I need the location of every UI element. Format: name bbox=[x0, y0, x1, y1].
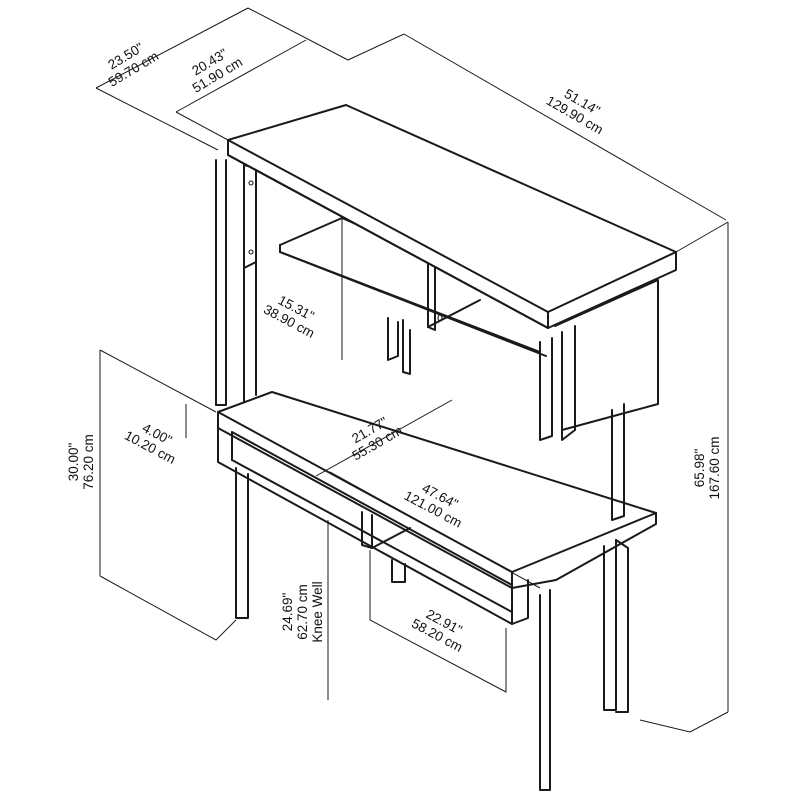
right-rear-leg bbox=[603, 539, 617, 711]
hutch-clearance-label: 15.31" 38.90 cm bbox=[261, 292, 317, 341]
hutch-depth-ext bbox=[175, 111, 229, 141]
hutch-depth-label: 20.43" 51.90 cm bbox=[189, 46, 245, 96]
hutch-center-post-2 bbox=[402, 319, 411, 375]
desk-height-label: 30.00" 76.20 cm bbox=[66, 434, 96, 490]
desk-height-imperial: 30.00" bbox=[66, 443, 81, 482]
desk-drawing bbox=[215, 104, 677, 791]
hutch-divider bbox=[427, 261, 436, 331]
desk-width-line bbox=[329, 471, 541, 589]
overall-depth-line bbox=[95, 7, 249, 151]
overall-height-ext-top bbox=[675, 221, 729, 253]
hutch-left-leg bbox=[243, 261, 257, 406]
right-upper-leg bbox=[611, 403, 625, 521]
overall-depth-ext bbox=[247, 7, 349, 61]
desk-depth-line bbox=[315, 399, 453, 477]
desk-height-ext bbox=[99, 575, 237, 641]
hutch-right-post bbox=[539, 337, 553, 441]
dimension-lines bbox=[95, 7, 729, 733]
drawer-top-line bbox=[231, 431, 513, 586]
right-leg-side bbox=[615, 539, 629, 713]
desk-divider bbox=[361, 511, 373, 549]
front-right-leg bbox=[539, 589, 551, 791]
knee-well-height-metric: 62.70 cm bbox=[295, 584, 310, 640]
knee-well-note: Knee Well bbox=[310, 581, 325, 642]
overall-height-imperial: 65.98" bbox=[692, 449, 707, 488]
desk-apron bbox=[217, 427, 513, 625]
knee-well-width-label: 22.91" 58.20 cm bbox=[409, 606, 465, 655]
hutch-top-edge bbox=[227, 139, 677, 329]
hutch-right-panel bbox=[554, 279, 659, 431]
hutch-center-post bbox=[387, 317, 399, 361]
overall-width-ext bbox=[347, 33, 405, 61]
hutch-side-panel bbox=[243, 164, 257, 269]
desk-surface bbox=[217, 391, 657, 589]
desk-height-metric: 76.20 cm bbox=[81, 434, 96, 490]
hutch-top-underside bbox=[227, 154, 549, 329]
hutch-top bbox=[227, 104, 677, 329]
desk-height-line bbox=[99, 349, 217, 576]
desk-divider-line bbox=[371, 527, 411, 549]
hutch-right-post-2 bbox=[561, 325, 576, 441]
hutch-screw bbox=[248, 249, 254, 255]
overall-width-line bbox=[403, 33, 727, 221]
drawer-right-face bbox=[511, 579, 529, 625]
knee-well-height-imperial: 24.69" bbox=[280, 593, 295, 632]
hutch-depth-line bbox=[175, 39, 307, 113]
drawer-height-label: 4.00" 10.20 cm bbox=[122, 420, 178, 467]
hutch-screw bbox=[248, 180, 254, 186]
knee-well-height-label: 24.69" 62.70 cm Knee Well bbox=[280, 581, 325, 642]
overall-width-label: 51.14" 129.90 cm bbox=[544, 86, 606, 137]
hutch-cubby-line bbox=[427, 299, 481, 328]
knee-well-width-line bbox=[369, 550, 507, 693]
overall-height-metric: 167.60 cm bbox=[707, 436, 722, 499]
hutch-shelf-bottom bbox=[279, 251, 547, 357]
rear-foot bbox=[391, 559, 406, 583]
front-left-leg bbox=[235, 467, 249, 619]
back-left-post bbox=[215, 159, 227, 406]
overall-depth-label: 23.50" 59.70 cm bbox=[105, 40, 161, 90]
overall-height-ext-bottom bbox=[639, 711, 729, 733]
overall-height-label: 65.98" 167.60 cm bbox=[692, 436, 722, 499]
